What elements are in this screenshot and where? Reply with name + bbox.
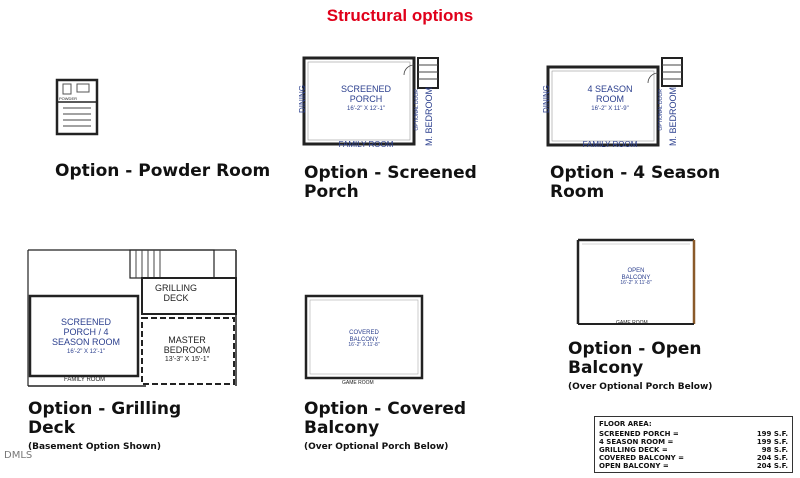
four-season-room-line1: 4 SEASON xyxy=(587,84,633,94)
covered-game-label: GAME ROOM xyxy=(342,380,374,386)
grilling-room-line2: PORCH / 4 xyxy=(63,326,109,337)
four-season-drawing xyxy=(546,57,683,147)
area-unit: S.F. xyxy=(773,430,788,438)
grilling-room-dims: 16'-2" X 12'-1" xyxy=(67,348,105,355)
open-room-line2: BALCONY xyxy=(621,274,651,281)
table-row: 4 SEASON ROOM = 199 S.F. xyxy=(599,438,788,446)
area-value: 204 xyxy=(756,454,772,462)
screened-porch-bedroom-label: M. BEDROOM xyxy=(424,87,434,147)
table-row: OPEN BALCONY = 204 S.F. xyxy=(599,462,788,470)
table-row: COVERED BALCONY = 204 S.F. xyxy=(599,454,788,462)
grilling-deck-drawing xyxy=(27,249,237,387)
grilling-deck-plan: SCREENED PORCH / 4 SEASON ROOM 16'-2" X … xyxy=(26,248,238,388)
master-bed-dims: 13'-3" X 15'-1" xyxy=(164,355,210,363)
area-unit: S.F. xyxy=(773,438,788,446)
open-dims: 16'-2" X 11'-8" xyxy=(620,280,652,287)
covered-subtitle: (Over Optional Porch Below) xyxy=(304,442,449,452)
floor-area-heading: FLOOR AREA: xyxy=(599,420,652,428)
area-label: COVERED BALCONY = xyxy=(599,454,685,462)
screened-porch-title-line1: Option - Screened xyxy=(304,163,477,183)
four-season-family-label: FAMILY ROOM xyxy=(582,140,638,149)
master-bed-line2: BEDROOM xyxy=(163,344,211,355)
area-value: 98 xyxy=(761,446,772,454)
grilling-deck-line2: DECK xyxy=(163,292,189,303)
option-powder-room-title: Option - Powder Room xyxy=(55,161,271,181)
open-subtitle: (Over Optional Porch Below) xyxy=(568,382,713,392)
four-season-dims: 16'-2" X 11'-9" xyxy=(591,105,629,112)
powder-label: POWDER xyxy=(59,96,77,101)
covered-title-line1: Option - Covered xyxy=(304,399,467,419)
screened-porch-title-line2: Porch xyxy=(304,182,359,202)
floor-area-table: FLOOR AREA: SCREENED PORCH = 199 S.F. 4 … xyxy=(594,416,793,473)
open-title-line2: Balcony xyxy=(568,358,644,378)
area-unit: S.F. xyxy=(773,454,788,462)
covered-room-line1: COVERED xyxy=(349,330,379,336)
grilling-subtitle: (Basement Option Shown) xyxy=(28,442,161,452)
screened-porch-family-label: FAMILY ROOM xyxy=(338,140,394,149)
powder-room-drawing xyxy=(55,78,99,136)
open-room-line1: OPEN xyxy=(627,268,645,274)
covered-dims: 16'-2" X 11'-8" xyxy=(348,342,380,349)
area-label: GRILLING DECK = xyxy=(599,446,668,454)
table-row: SCREENED PORCH = 199 S.F. xyxy=(599,430,788,438)
table-row: GRILLING DECK = 98 S.F. xyxy=(599,446,788,454)
open-balcony-plan: OPEN BALCONY 16'-2" X 11'-8" GAME ROOM xyxy=(576,236,698,332)
four-season-dining-label: DINING xyxy=(542,85,551,113)
covered-balcony-drawing xyxy=(304,294,424,380)
open-game-label: GAME ROOM xyxy=(616,320,648,326)
option-covered-balcony-title: Option - Covered Balcony (Over Optional … xyxy=(304,400,466,457)
area-unit: S.F. xyxy=(773,446,788,454)
grilling-deck-line1: GRILLING xyxy=(154,283,197,293)
screened-porch-dining-label: DINING xyxy=(298,85,307,113)
covered-room-line2: BALCONY xyxy=(349,336,379,343)
four-season-room-line2: ROOM xyxy=(596,93,624,104)
screened-porch-door-label: OPTIONAL DOOR xyxy=(414,89,420,131)
master-bed-line1: MASTER xyxy=(168,335,206,345)
area-label: OPEN BALCONY = xyxy=(599,462,669,470)
covered-title-line2: Balcony xyxy=(304,418,380,438)
area-value: 199 xyxy=(756,438,772,446)
option-screened-porch-title: Option - Screened Porch xyxy=(304,164,477,202)
area-label: SCREENED PORCH = xyxy=(599,430,679,438)
screened-porch-dims: 16'-2" X 12'-1" xyxy=(347,105,385,112)
page-title: Structural options xyxy=(326,6,474,25)
grilling-title-line2: Deck xyxy=(28,418,76,438)
four-season-door-label: OPTIONAL DOOR xyxy=(658,89,664,131)
area-value: 204 xyxy=(756,462,772,470)
four-season-bedroom-label: M. BEDROOM xyxy=(668,87,678,147)
open-balcony-drawing xyxy=(576,238,696,325)
powder-room-plan: POWDER xyxy=(55,78,101,136)
grilling-room-line3: SEASON ROOM xyxy=(51,336,120,347)
grilling-room-line1: SCREENED xyxy=(60,317,111,327)
option-four-season-title: Option - 4 Season Room xyxy=(550,164,720,202)
screened-porch-plan: SCREENED PORCH 16'-2" X 12'-1" DINING OP… xyxy=(296,55,446,155)
screened-porch-room-line1: SCREENED xyxy=(340,84,391,94)
grilling-title-line1: Option - Grilling xyxy=(28,399,182,419)
area-label: 4 SEASON ROOM = xyxy=(599,438,674,446)
area-value: 199 xyxy=(756,430,772,438)
option-grilling-deck-title: Option - Grilling Deck (Basement Option … xyxy=(28,400,181,457)
open-title-line1: Option - Open xyxy=(568,339,702,359)
four-season-plan: 4 SEASON ROOM 16'-2" X 11'-9" DINING OPT… xyxy=(540,55,690,155)
covered-balcony-plan: COVERED BALCONY 16'-2" X 11'-8" GAME ROO… xyxy=(304,294,424,390)
screened-porch-room-line2: PORCH xyxy=(349,93,383,104)
four-season-title-line1: Option - 4 Season xyxy=(550,163,721,183)
area-unit: S.F. xyxy=(773,462,788,470)
screened-porch-drawing xyxy=(302,56,439,146)
four-season-title-line2: Room xyxy=(550,182,605,202)
grilling-family-label: FAMILY ROOM xyxy=(64,377,106,383)
option-open-balcony-title: Option - Open Balcony (Over Optional Por… xyxy=(568,340,712,397)
watermark: DMLS xyxy=(4,450,33,461)
